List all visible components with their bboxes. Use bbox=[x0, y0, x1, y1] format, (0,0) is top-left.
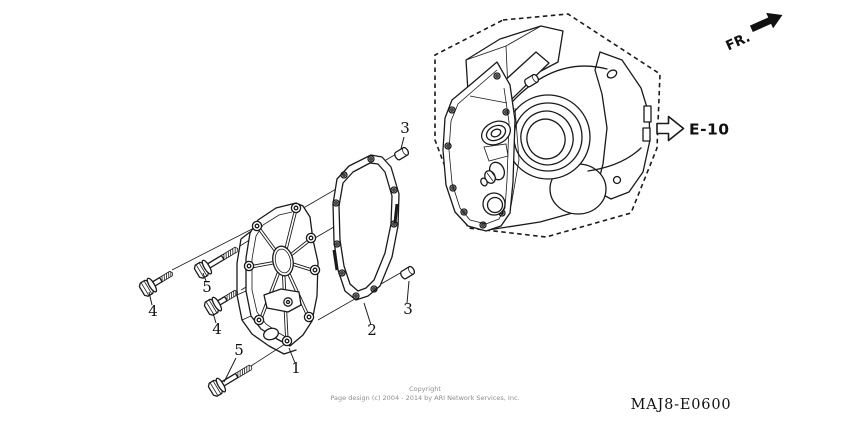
callout-3-pin-upper[interactable]: 3 bbox=[400, 119, 410, 137]
diagram-code: MAJ8-E0600 bbox=[631, 397, 732, 413]
callout-1-cover[interactable]: 1 bbox=[291, 359, 301, 377]
bolt-short-left bbox=[137, 265, 178, 299]
front-direction-marker: FR. bbox=[723, 12, 783, 54]
callout-2-gasket[interactable]: 2 bbox=[367, 321, 377, 339]
callout-leader-lines bbox=[148, 136, 410, 383]
front-direction-arrow-icon bbox=[749, 12, 783, 32]
callout-5-bolt-lower[interactable]: 5 bbox=[234, 341, 244, 359]
callout-4-bolt-mid[interactable]: 4 bbox=[212, 320, 222, 338]
reference-arrow-icon bbox=[656, 115, 685, 142]
reference-label: E-10 bbox=[689, 121, 730, 139]
transmission-assembly-drawing bbox=[442, 25, 652, 232]
gasket-drawing bbox=[332, 154, 400, 301]
callout-4-bolt-left[interactable]: 4 bbox=[148, 302, 158, 320]
front-direction-label: FR. bbox=[723, 29, 752, 54]
bolt-long-lower bbox=[206, 359, 257, 399]
footer-copyright-line2: Page design (c) 2004 - 2014 by ARI Netwo… bbox=[330, 394, 519, 402]
callout-3-pin-lower[interactable]: 3 bbox=[403, 300, 413, 318]
reference-assembly-boundary bbox=[434, 13, 661, 238]
bolt-long-upper bbox=[192, 241, 243, 281]
footer-copyright-line1: Copyright bbox=[409, 385, 441, 393]
cover-plate-drawing bbox=[236, 202, 321, 355]
callout-5-bolt-upper[interactable]: 5 bbox=[202, 278, 212, 296]
dowel-pin-lower bbox=[398, 264, 417, 281]
reference-e10[interactable]: E-10 bbox=[656, 115, 730, 142]
